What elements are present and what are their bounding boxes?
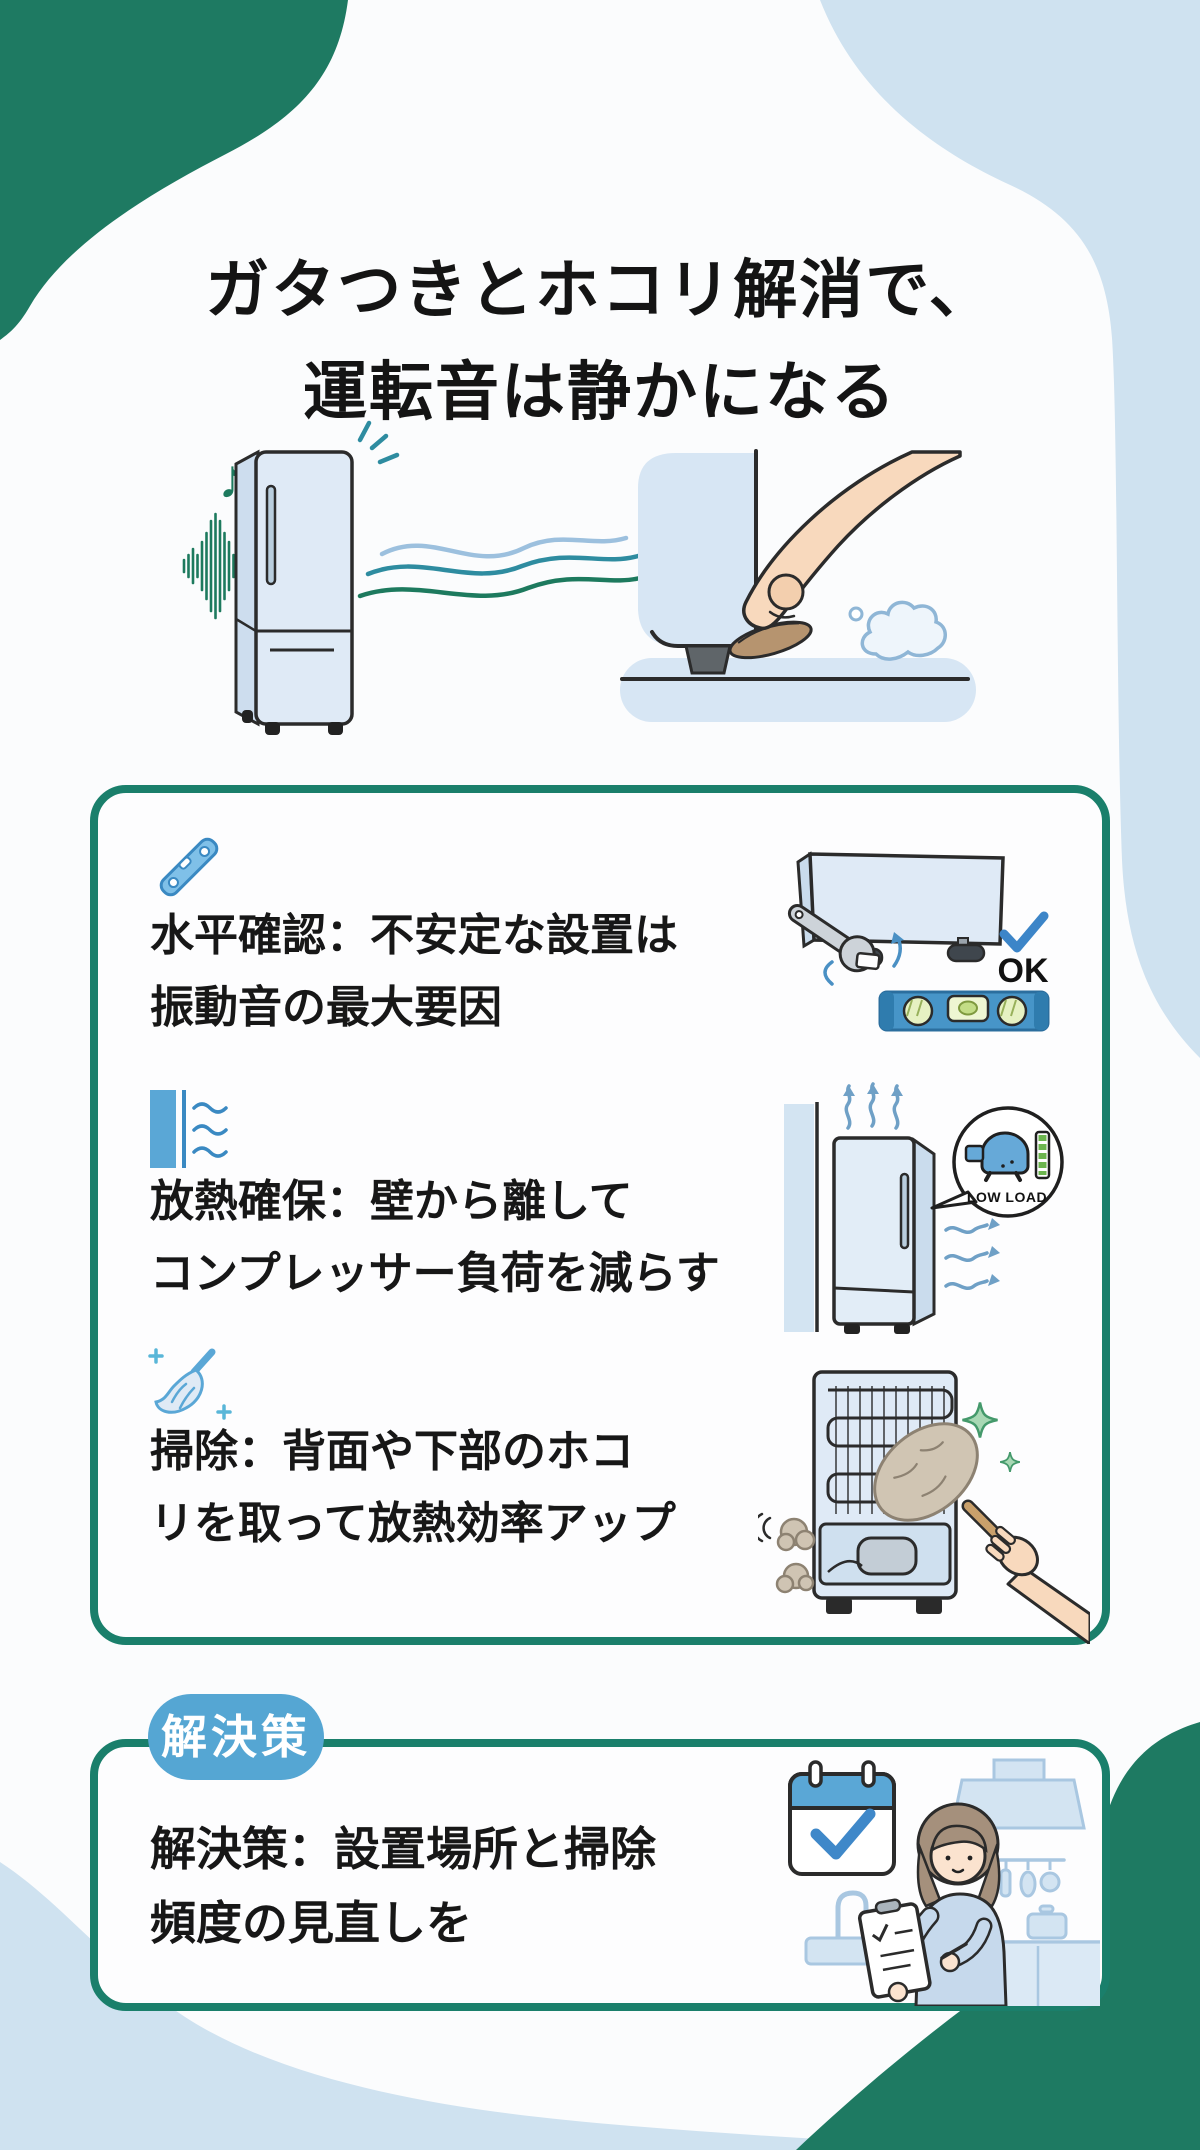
corner-blob-bottom-right [796, 1722, 1200, 2150]
coil-dusting-illustration [758, 1370, 1090, 1644]
dust-puff-icon [848, 600, 947, 661]
dust-clumps-icon [758, 1512, 816, 1594]
page-title-line1: ガタつきとホコリ解消で、 [205, 253, 995, 326]
hand-illustration [742, 450, 962, 631]
tip-heat-clearance-text: 放熱確保：壁から離して コンプレッサー負荷を減らす [150, 1166, 790, 1310]
solution-badge: 解決策 [148, 1694, 324, 1780]
duster-icon [148, 1348, 232, 1420]
sparkle-icon [962, 1402, 1020, 1472]
wrench-icon [787, 903, 881, 973]
tip1-line1: 水平確認：不安定な設置は [150, 911, 678, 960]
ok-label: OK [998, 952, 1049, 990]
low-load-bubble: LOW LOAD [930, 1106, 1064, 1218]
tip3-line1: 掃除：背面や下部のホコ [150, 1427, 634, 1476]
tip-heat-level-text: 水平確認：不安定な設置は 振動音の最大要因 [150, 900, 790, 1044]
solution-line1: 解決策：設置場所と掃除 [150, 1823, 656, 1875]
solution-text: 解決策：設置場所と掃除 頻度の見直しを [150, 1812, 710, 1960]
woman-with-checklist [857, 1802, 1008, 2006]
refrigerator-illustration [234, 449, 354, 735]
floor-shadow-shape [620, 658, 976, 722]
side-arrows-icon [944, 1223, 989, 1290]
corner-blob-bottom-left [0, 1862, 1016, 2150]
tip3-line2: リを取って放熱効率アップ [150, 1499, 676, 1548]
calendar-check-icon [788, 1760, 896, 1876]
solution-line2: 頻度の見直しを [150, 1897, 472, 1949]
check-icon [999, 911, 1049, 953]
tip2-line2: コンプレッサー負荷を減らす [150, 1249, 720, 1298]
page-title-line2: 運転音は静かになる [303, 355, 897, 428]
schedule-review-illustration [788, 1758, 1100, 2006]
bubble-level-illustration [878, 990, 1050, 1032]
mini-fridge-illustration [832, 1136, 936, 1334]
airflow-waves-icon [357, 535, 643, 599]
tip2-line1: 放熱確保：壁から離して [150, 1177, 633, 1226]
hero-illustration: ♪ [182, 420, 976, 735]
wall-airflow-icon [150, 1090, 228, 1168]
page-title: ガタつきとホコリ解消で、 運転音は静かになる [0, 239, 1200, 443]
spirit-level-icon [159, 837, 219, 897]
leveling-illustration: OK [787, 851, 1050, 1032]
vibration-dashes-icon [357, 420, 400, 465]
tip-cleaning-text: 掃除：背面や下部のホコ リを取って放熱効率アップ [150, 1416, 790, 1560]
compressor-icon [964, 1131, 1030, 1182]
corner-blob-top-right [820, 0, 1200, 1058]
wall-clearance-illustration: LOW LOAD [784, 1082, 1064, 1334]
tip1-line2: 振動音の最大要因 [150, 983, 502, 1032]
dusting-hand-illustration [985, 1525, 1090, 1644]
corner-blob-top-left [0, 0, 348, 340]
fridge-corner-illustration [638, 449, 758, 675]
low-load-label: LOW LOAD [967, 1189, 1047, 1205]
battery-gauge-icon [1034, 1130, 1051, 1180]
